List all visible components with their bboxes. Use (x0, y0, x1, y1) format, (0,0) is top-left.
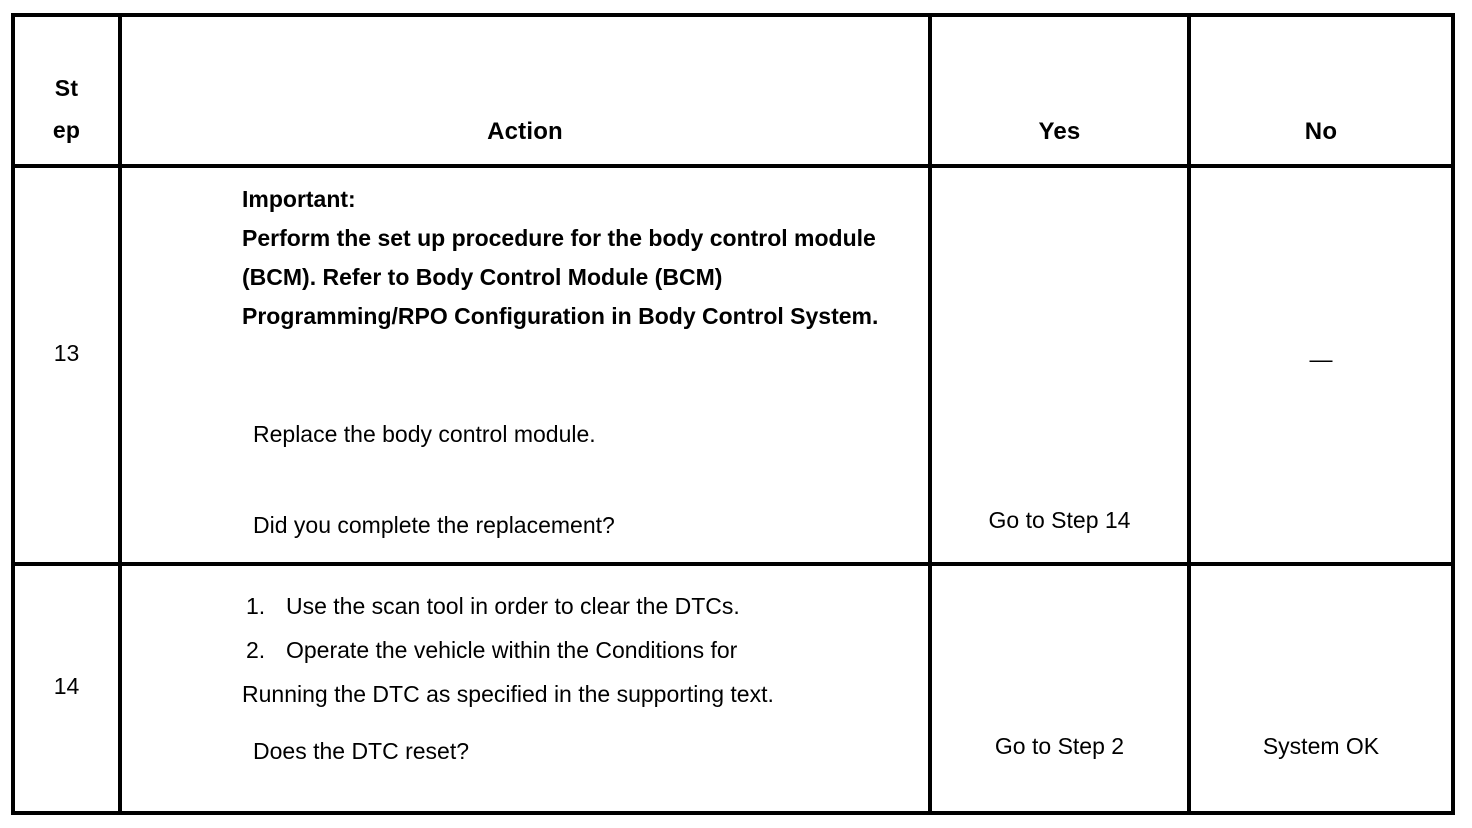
header-label-action: Action (487, 118, 563, 145)
no-cell: — (1187, 164, 1455, 566)
list-item-marker: 1. (246, 593, 266, 619)
step-number: 13 (53, 340, 80, 366)
list-item-text: Use the scan tool in order to clear the … (286, 593, 740, 619)
table-row: 13 Important: Perform the set up procedu… (11, 164, 1455, 566)
list-item-text: Operate the vehicle within the Condition… (286, 637, 738, 663)
header-label-step-line1: St (54, 75, 79, 101)
yes-answer: Go to Step 14 (988, 507, 1131, 533)
action-cell: 1. Use the scan tool in order to clear th… (118, 562, 932, 815)
important-body: Perform the set up procedure for the bod… (242, 225, 879, 329)
important-label: Important: (242, 186, 356, 212)
table-row: 14 1. Use the scan tool in order to clear… (11, 562, 1455, 815)
action-cell: Important: Perform the set up procedure … (118, 164, 932, 566)
step-number: 14 (53, 673, 80, 699)
important-note: Important: Perform the set up procedure … (242, 180, 922, 336)
list-item-marker: 2. (246, 637, 266, 663)
no-cell: System OK (1187, 562, 1455, 815)
no-answer: — (1309, 346, 1333, 372)
header-cell-yes: Yes (928, 13, 1191, 168)
header-cell-no: No (1187, 13, 1455, 168)
list-item: 1. Use the scan tool in order to clear th… (246, 584, 774, 628)
action-question: Did you complete the replacement? (253, 512, 615, 538)
step-number-cell: 14 (11, 562, 122, 815)
header-label-yes: Yes (1038, 118, 1081, 145)
action-question: Does the DTC reset? (253, 738, 470, 764)
list-item-continuation: Running the DTC as specified in the supp… (242, 681, 774, 707)
header-label-no: No (1304, 118, 1338, 145)
action-step-list: 1. Use the scan tool in order to clear th… (242, 584, 774, 716)
list-item: 2. Operate the vehicle within the Conditi… (246, 628, 774, 672)
action-instruction: Replace the body control module. (253, 421, 596, 447)
header-label-step-line2: ep (52, 117, 81, 143)
step-number-cell: 13 (11, 164, 122, 566)
table-header-row: St ep Action Yes No (11, 13, 1455, 168)
no-answer: System OK (1262, 733, 1380, 759)
yes-answer: Go to Step 2 (994, 733, 1125, 759)
header-cell-action: Action (118, 13, 932, 168)
yes-cell: Go to Step 2 (928, 562, 1191, 815)
yes-cell: Go to Step 14 (928, 164, 1191, 566)
header-label-step: St ep (15, 67, 118, 151)
header-cell-step: St ep (11, 13, 122, 168)
